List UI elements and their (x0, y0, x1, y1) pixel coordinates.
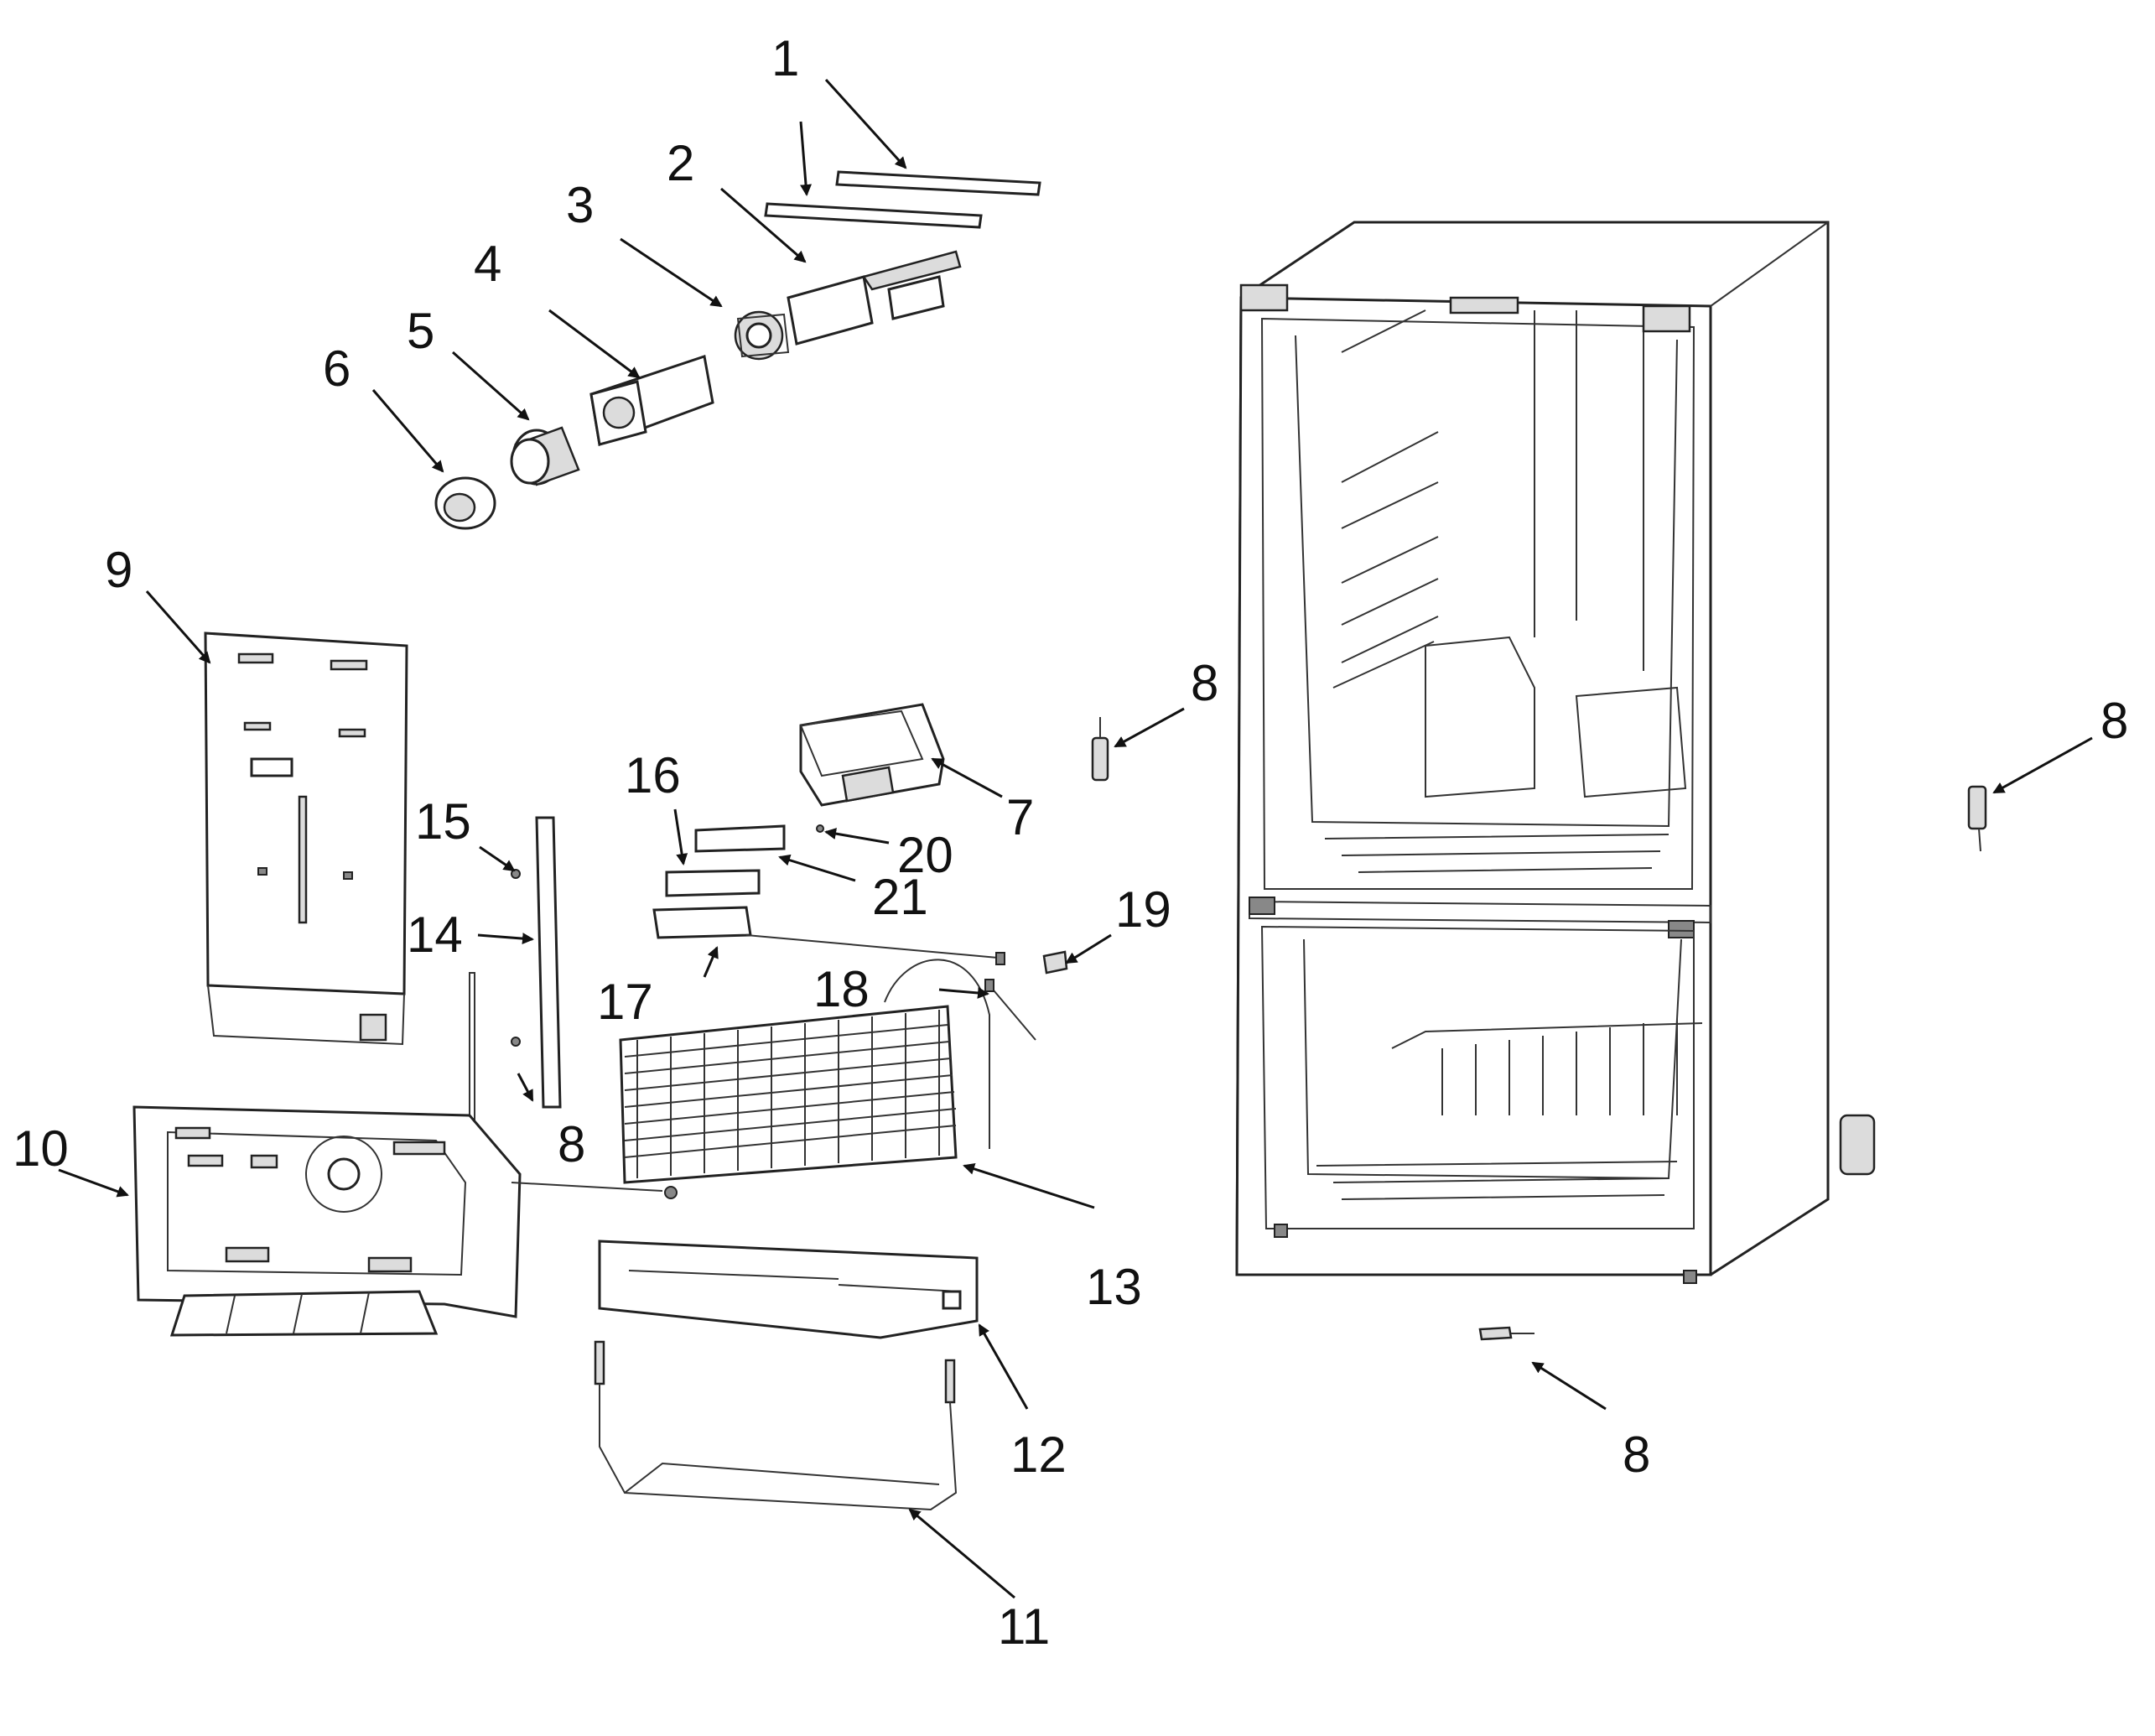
part-6-cap (434, 476, 496, 530)
callout-21: 21 (872, 869, 928, 925)
part-21-block (694, 824, 786, 853)
callout-15: 15 (415, 793, 471, 850)
part-7-ice-maker (799, 703, 945, 833)
callout-20: 20 (897, 827, 953, 883)
callout-18: 18 (813, 961, 870, 1017)
callout-5: 5 (407, 303, 434, 359)
part-2-bracket (787, 250, 962, 346)
callout-7: 7 (1006, 789, 1034, 845)
callout-2: 2 (667, 135, 694, 191)
part-5-sleeve (510, 426, 580, 486)
part-14-strip (469, 816, 562, 1167)
part-8-sensor-b (1967, 785, 1987, 852)
part-1-rails (764, 170, 1041, 229)
part-9-evaporator-cover (204, 632, 408, 1046)
part-12-drain-trough (598, 1240, 979, 1339)
part-16-block (665, 869, 761, 897)
callout-17: 17 (597, 974, 653, 1030)
callout-11: 11 (998, 1598, 1050, 1655)
callout-8-side-sensor: 8 (2100, 693, 2128, 749)
part-17-block-with-wire (652, 906, 1005, 965)
part-4-duct (589, 355, 714, 447)
cabinet (1235, 221, 1876, 1284)
part-3-fan-motor (734, 310, 790, 361)
part-19-connector (1042, 950, 1068, 975)
callout-13: 13 (1086, 1259, 1142, 1315)
callout-4: 4 (474, 236, 501, 292)
part-8-sensor-c (1478, 1326, 1534, 1341)
callout-8-left-sensor: 8 (558, 1116, 585, 1172)
callout-8-bottom-sensor: 8 (1623, 1427, 1650, 1483)
callout-8-shelf-sensor: 8 (1191, 655, 1218, 711)
callout-14: 14 (407, 907, 463, 963)
part-13-evaporator-coil (619, 959, 990, 1184)
part-10-fan-shroud (132, 1105, 678, 1337)
callout-10: 10 (13, 1120, 69, 1177)
callout-6: 6 (323, 340, 351, 397)
part-11-heater (594, 1340, 958, 1511)
callout-labels: 1 2 3 4 5 6 7 8 8 8 8 9 10 11 12 13 14 1… (13, 30, 2128, 1655)
part-18-sensor (984, 979, 1036, 1041)
callout-19: 19 (1115, 881, 1171, 938)
part-8-sensor-a (1091, 717, 1109, 782)
callout-16: 16 (625, 747, 681, 803)
callout-9: 9 (105, 542, 132, 598)
callout-1: 1 (771, 30, 799, 86)
callout-arrows (58, 78, 2093, 1599)
callout-12: 12 (1010, 1427, 1067, 1483)
callout-3: 3 (566, 177, 594, 233)
